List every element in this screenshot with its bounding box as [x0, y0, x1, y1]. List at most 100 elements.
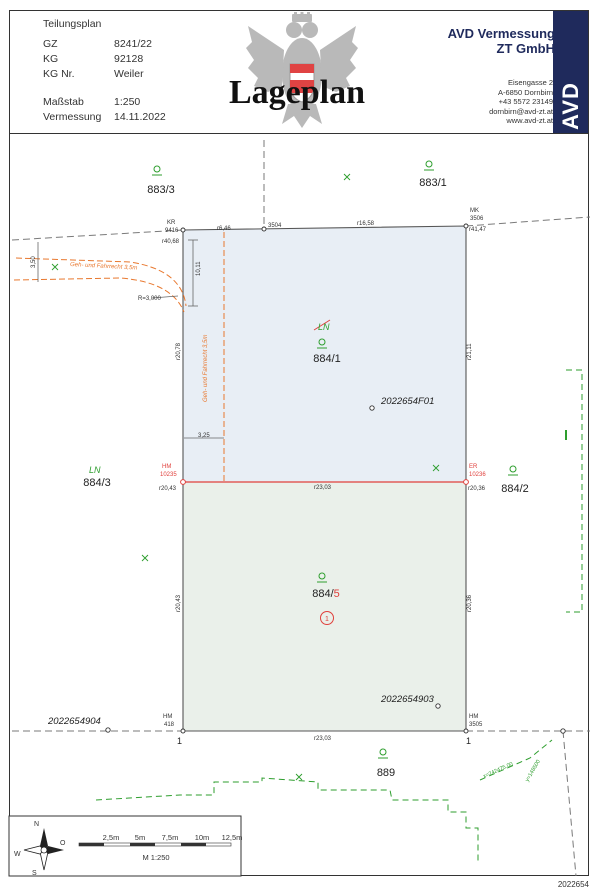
- parcel-889: 889: [377, 767, 395, 779]
- gz-value: 8241/22: [114, 38, 152, 50]
- green-feature-diagonal: [479, 739, 553, 781]
- compass-o: O: [60, 840, 66, 847]
- survey-date-label: Vermessung: [43, 111, 102, 123]
- main-title: Lageplan: [229, 74, 366, 111]
- green-feature-right: [566, 369, 583, 613]
- ln-label-884-3: LN: [89, 465, 101, 475]
- scale-bar: [78, 842, 232, 847]
- label-r2036-top: r20,36: [468, 486, 486, 492]
- brand-badge: [553, 11, 588, 133]
- document-id: 2022654: [557, 880, 589, 889]
- survey-date-value: 14.11.2022: [114, 111, 166, 123]
- kg-label: KG: [43, 53, 59, 65]
- title-block: [9, 10, 589, 134]
- scale-label: Maßstab: [43, 96, 84, 108]
- label-coord-b: y=148500: [525, 759, 542, 783]
- label-10236: 10236: [469, 472, 486, 478]
- label-3506: 3506: [470, 216, 484, 222]
- point-904-marker: [105, 727, 111, 733]
- label-coord-a: x=242475,00: [482, 761, 514, 779]
- label-r2043-side: r20,43: [176, 594, 182, 612]
- address-city: A-6850 Dornbirn: [497, 87, 553, 97]
- label-r2036-side: r20,36: [467, 594, 473, 612]
- easement-label-horizontal: Geh- und Fahrrecht 3,5m: [70, 262, 138, 272]
- kg-nr-label: KG Nr.: [43, 68, 75, 80]
- boundary-north-east-dashed: [465, 216, 591, 227]
- point-2022654904: 2022654904: [47, 716, 101, 727]
- scale-tick-7-5m: 7,5m: [162, 833, 179, 842]
- scale-tick-12-5m: 12,5m: [222, 833, 243, 842]
- compass-w: W: [14, 851, 21, 858]
- company-name-line2: ZT GmbH: [496, 41, 556, 56]
- green-cross-5: [295, 773, 303, 781]
- usage-symbol-883-1: [424, 160, 434, 171]
- label-hm-sw: HM: [163, 714, 172, 720]
- green-cross-3: [432, 464, 440, 472]
- point-2022654f01: 2022654F01: [380, 396, 434, 407]
- label-r4147: r41,47: [469, 227, 487, 233]
- corner-point-nw: [180, 227, 186, 233]
- plan-frame: [9, 10, 589, 876]
- label-er: ER: [469, 464, 478, 470]
- label-r2303-bottom: r23,03: [314, 736, 332, 742]
- scale-tick-5m: 5m: [135, 833, 145, 842]
- label-hm-west: HM: [162, 464, 171, 470]
- parcel-884-5-base: 884/: [312, 588, 334, 600]
- division-point-west: [180, 479, 186, 485]
- label-3505: 3505: [469, 722, 483, 728]
- green-feature-bottom: [95, 777, 479, 862]
- radius-leader: [151, 295, 179, 299]
- point-right-marker: [560, 728, 566, 734]
- parcel-884-5-area: [183, 482, 466, 731]
- plan-type-label: Teilungsplan: [43, 18, 102, 30]
- company-name: AVD Vermessung ZT GmbH: [448, 26, 555, 56]
- compass-n: N: [34, 821, 39, 828]
- label-d1011: 10,11: [196, 261, 202, 276]
- north-arrow: [23, 828, 64, 871]
- ln-strike: [313, 319, 331, 331]
- label-r3000: R=3,000: [138, 296, 162, 302]
- scale-tick-10m: 10m: [195, 833, 210, 842]
- label-r2078: r20,78: [176, 342, 182, 360]
- corner-point-se: [463, 728, 469, 734]
- label-r2303-mid: r23,03: [314, 485, 332, 491]
- usage-symbol-884-5: [317, 572, 327, 583]
- address-web: www.avd-zt.at: [506, 116, 553, 125]
- label-r2043-top: r20,43: [159, 486, 177, 492]
- label-mk: MK: [470, 208, 479, 214]
- point-2022654903: 2022654903: [380, 694, 435, 705]
- green-cross-2: [51, 263, 59, 271]
- company-address: Eisengasse 2 A-6850 Dornbirn +43 5572 23…: [489, 78, 553, 126]
- circle-number: 1: [325, 616, 329, 623]
- label-hm-se: HM: [469, 714, 478, 720]
- parcel-884-1-area: [183, 226, 466, 482]
- label-d325: 3,25: [198, 433, 210, 439]
- company-name-line1: AVD Vermessung: [447, 26, 555, 41]
- label-r4068: r40,68: [162, 239, 180, 245]
- parcel-884-1: 884/1: [313, 353, 341, 365]
- usage-symbol-889: [378, 748, 388, 759]
- gz-label: GZ: [43, 38, 58, 50]
- address-email: dornbirn@avd-zt.at: [489, 106, 553, 116]
- parcel-884-2: 884/2: [501, 483, 529, 495]
- label-3504: 3504: [268, 223, 282, 229]
- parcel-884-5-suffix: 5: [334, 588, 340, 600]
- label-r1658: r16,58: [357, 221, 375, 227]
- point-3504-marker: [261, 226, 267, 232]
- parcel-884-5: 884/5: [312, 588, 340, 600]
- label-10235: 10235: [160, 472, 177, 478]
- boundary-right-dashed: [562, 730, 577, 877]
- parcel-883-3: 883/3: [147, 184, 175, 196]
- green-cross-4: [141, 554, 149, 562]
- scale-label: M 1:250: [142, 853, 169, 862]
- kg-nr-value: Weiler: [114, 68, 144, 80]
- label-9416: 9416: [165, 228, 179, 234]
- usage-symbol-883-3: [152, 165, 162, 176]
- label-r646: r6,46: [217, 226, 231, 232]
- compass-s: S: [32, 870, 37, 877]
- corner-point-ne: [463, 223, 469, 229]
- usage-symbol-884-2: [508, 465, 518, 476]
- point-label-one-right: 1: [466, 736, 471, 746]
- address-phone: +43 5572 23149: [498, 97, 553, 106]
